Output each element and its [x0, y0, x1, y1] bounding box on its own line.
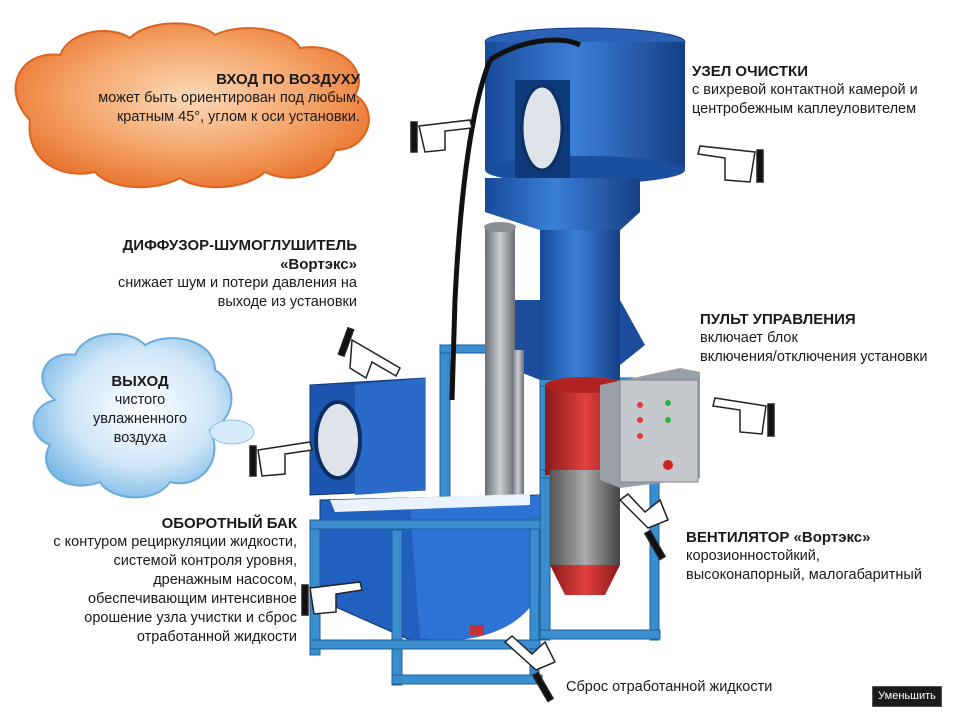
tank-line4: обеспечивающим интенсивное [88, 591, 297, 607]
pointing-hand-icon [249, 441, 313, 477]
drain-text: Сброс отработанной жидкости [566, 679, 773, 695]
tank-line2: системой контроля уровня, [113, 553, 297, 569]
air-inlet-label: ВХОД ПО ВОЗДУХУ может быть ориентирован … [50, 70, 360, 127]
pointing-hand-icon [301, 581, 363, 616]
pointing-hand-icon [712, 397, 775, 437]
outlet-box [309, 377, 426, 496]
cleaning-line1: с вихревой контактной камерой и [692, 82, 918, 98]
pointing-hand-icon [503, 635, 557, 703]
shrink-button[interactable]: Уменьшить [872, 686, 942, 707]
diffuser-pipe [484, 222, 524, 505]
control-panel-label: ПУЛЬТ УПРАВЛЕНИЯ включает блок включения… [700, 310, 955, 367]
diffuser-label: ДИФФУЗОР-ШУМОГЛУШИТЕЛЬ «Вортэкс» снижает… [60, 236, 357, 312]
air-inlet-title: ВХОД ПО ВОЗДУХУ [216, 71, 360, 88]
pointing-hand-icon [697, 145, 764, 183]
tank-label: ОБОРОТНЫЙ БАК с контуром рециркуляции жи… [15, 514, 297, 647]
outlet-title: ВЫХОД [111, 373, 169, 390]
control-line1: включает блок [700, 330, 798, 346]
tank-title: ОБОРОТНЫЙ БАК [161, 515, 297, 532]
fan-line1: корозионностойкий, [686, 548, 820, 564]
outlet-line2: увлажненного [92, 411, 188, 427]
tank-line3: дренажным насосом, [153, 572, 297, 588]
drain-label: Сброс отработанной жидкости [566, 678, 826, 697]
recirculation-tank [319, 494, 541, 642]
air-inlet-cloud [14, 22, 370, 189]
outlet-line3: воздуха [113, 430, 167, 446]
air-outlet-cloud [32, 332, 255, 499]
outlet-label: ВЫХОД чистого увлажненного воздуха [85, 372, 195, 448]
cleaning-line2: центробежным каплеуловителем [692, 101, 917, 117]
cleaning-title: УЗЕЛ ОЧИСТКИ [692, 63, 808, 80]
cleaning-unit-label: УЗЕЛ ОЧИСТКИ с вихревой контактной камер… [692, 62, 952, 119]
air-inlet-line1: может быть ориентирован под любым, [98, 90, 360, 106]
diffuser-title2: «Вортэкс» [280, 256, 357, 273]
control-title: ПУЛЬТ УПРАВЛЕНИЯ [700, 311, 856, 328]
diffuser-title: ДИФФУЗОР-ШУМОГЛУШИТЕЛЬ [122, 237, 357, 254]
tank-line1: с контуром рециркуляции жидкости, [53, 534, 297, 550]
outlet-line1: чистого [114, 392, 166, 408]
control-panel [600, 368, 700, 488]
control-line2: включения/отключения установки [700, 349, 928, 365]
diffuser-line2: выходе из установки [217, 294, 357, 310]
air-inlet-line2: кратным 45°, углом к оси установки. [116, 109, 360, 125]
tank-line5: орошение узла учистки и сброс [84, 610, 297, 626]
pointing-hand-icon [410, 119, 473, 153]
fan-line2: высоконапорный, малогабаритный [686, 567, 922, 583]
fan-title: ВЕНТИЛЯТОР «Вортэкс» [686, 529, 871, 546]
tank-line6: отработанной жидкости [136, 629, 297, 645]
fan-label: ВЕНТИЛЯТОР «Вортэкс» корозионностойкий, … [686, 528, 956, 585]
diffuser-line1: снижает шум и потери давления на [117, 275, 357, 291]
pointing-hand-icon [618, 492, 669, 561]
pointing-hand-icon [337, 326, 401, 380]
